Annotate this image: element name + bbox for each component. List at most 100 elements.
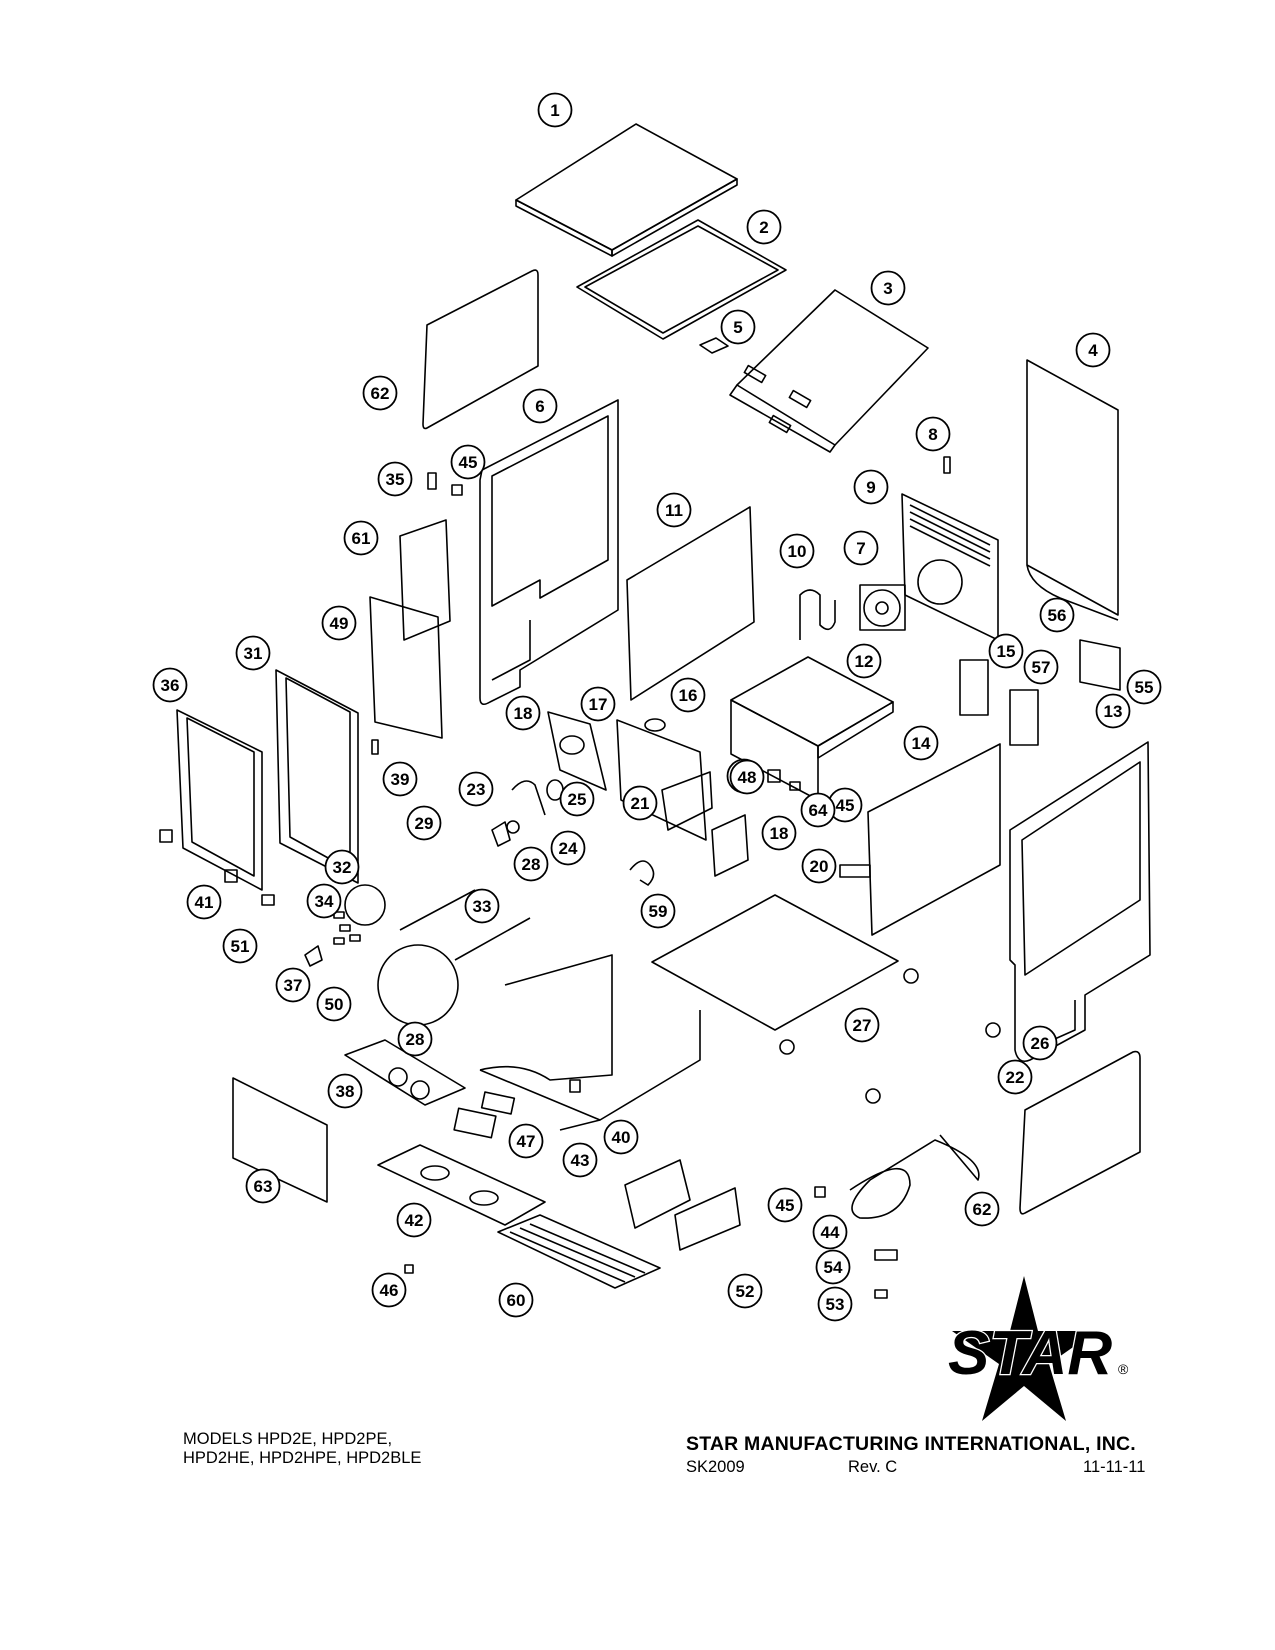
callout-34: 34	[306, 883, 342, 919]
callout-number: 64	[809, 801, 828, 820]
part-48-clip	[661, 771, 713, 831]
callout-circle	[245, 1168, 281, 1204]
callout-47: 47	[508, 1123, 544, 1159]
part-55-board	[1079, 639, 1121, 691]
callout-layer: 1234567891011121314151617181820212223242…	[152, 92, 1162, 1322]
callout-number: 4	[1088, 341, 1098, 360]
callout-number: 47	[517, 1132, 536, 1151]
callout-number: 8	[928, 425, 937, 444]
callout-circle	[522, 388, 558, 424]
callout-12: 12	[846, 643, 882, 679]
callout-18: 18	[761, 815, 797, 851]
callout-number: 5	[733, 318, 742, 337]
callout-number: 26	[1031, 1034, 1050, 1053]
callout-55: 55	[1126, 669, 1162, 705]
part-43-bottom-pan	[479, 954, 701, 1131]
part-16-ring	[644, 718, 666, 732]
part-15-relay	[959, 659, 989, 716]
callout-circle	[498, 1282, 534, 1318]
callout-number: 62	[973, 1200, 992, 1219]
callout-3: 3	[870, 270, 906, 306]
part-61-panel	[399, 519, 451, 641]
callout-number: 24	[559, 839, 578, 858]
part-53-fitting	[874, 1289, 888, 1299]
callout-5: 5	[720, 309, 756, 345]
part-9-rear-panel	[901, 493, 999, 641]
callout-36: 36	[152, 667, 188, 703]
callout-circle	[670, 677, 706, 713]
callout-circle	[343, 520, 379, 556]
part-18-bracket	[547, 711, 607, 791]
callout-circle	[1095, 693, 1131, 729]
callout-circle	[812, 1214, 848, 1250]
callout-62: 62	[362, 375, 398, 411]
callout-number: 41	[195, 893, 214, 912]
part-27-base-plate	[651, 894, 899, 1031]
callout-circle	[622, 785, 658, 821]
part-rod-2	[454, 917, 531, 961]
models-line-1: MODELS HPD2E, HPD2PE,	[183, 1430, 393, 1448]
callout-17: 17	[580, 686, 616, 722]
callout-circle	[1126, 669, 1162, 705]
callout-number: 43	[571, 1151, 590, 1170]
star-logo-icon	[952, 1276, 1096, 1421]
callout-circle	[844, 1007, 880, 1043]
callout-circle	[915, 416, 951, 452]
callout-26: 26	[1022, 1025, 1058, 1061]
callout-number: 27	[853, 1016, 872, 1035]
callout-circle	[1022, 1025, 1058, 1061]
part-controller-bezel	[480, 1091, 516, 1115]
part-30-block	[767, 769, 781, 783]
callout-number: 45	[776, 1196, 795, 1215]
callout-circle	[988, 633, 1024, 669]
part-13-side-door	[1009, 741, 1151, 1063]
part-49-panel	[369, 596, 443, 739]
callout-number: 37	[284, 976, 303, 995]
callout-circle	[362, 375, 398, 411]
callout-number: 22	[1006, 1068, 1025, 1087]
part-63-panel	[232, 1077, 328, 1203]
callout-number: 36	[161, 676, 180, 695]
callout-31: 31	[235, 635, 271, 671]
callout-32: 32	[324, 849, 360, 885]
callout-number: 40	[612, 1128, 631, 1147]
callout-number: 45	[459, 453, 478, 472]
callout-circle	[640, 893, 676, 929]
callout-number: 54	[824, 1258, 843, 1277]
callout-44: 44	[812, 1214, 848, 1250]
callout-circle	[562, 1142, 598, 1178]
callout-22: 22	[997, 1059, 1033, 1095]
callout-number: 63	[254, 1177, 273, 1196]
callout-23: 23	[458, 771, 494, 807]
callout-number: 23	[467, 780, 486, 799]
callout-52: 52	[727, 1273, 763, 1309]
part-18-bracket-right	[711, 814, 749, 877]
callout-circle	[186, 884, 222, 920]
part-52-brackets	[624, 1159, 741, 1251]
part-drawings	[159, 123, 1151, 1299]
callout-number: 11	[665, 501, 683, 520]
part-29-rod	[399, 889, 476, 931]
callout-60: 60	[498, 1282, 534, 1318]
callout-35: 35	[377, 461, 413, 497]
part-11-panel	[626, 506, 755, 701]
callout-circle	[720, 309, 756, 345]
callout-51: 51	[222, 928, 258, 964]
callout-28: 28	[513, 846, 549, 882]
callout-circle	[870, 270, 906, 306]
company-name: STAR MANUFACTURING INTERNATIONAL, INC.	[686, 1433, 1136, 1455]
callout-9: 9	[853, 469, 889, 505]
callout-circle	[508, 1123, 544, 1159]
callout-42: 42	[396, 1202, 432, 1238]
callout-circle	[559, 781, 595, 817]
part-60-grate	[497, 1214, 661, 1289]
part-44-cord	[849, 1134, 980, 1219]
callout-number: 49	[330, 614, 349, 633]
callout-circle	[800, 792, 836, 828]
revision: Rev. C	[848, 1458, 898, 1476]
part-23-spring	[511, 780, 546, 816]
callout-number: 56	[1048, 606, 1067, 625]
callout-37: 37	[275, 967, 311, 1003]
part-2-frame	[576, 219, 787, 340]
callout-circle	[964, 1191, 1000, 1227]
